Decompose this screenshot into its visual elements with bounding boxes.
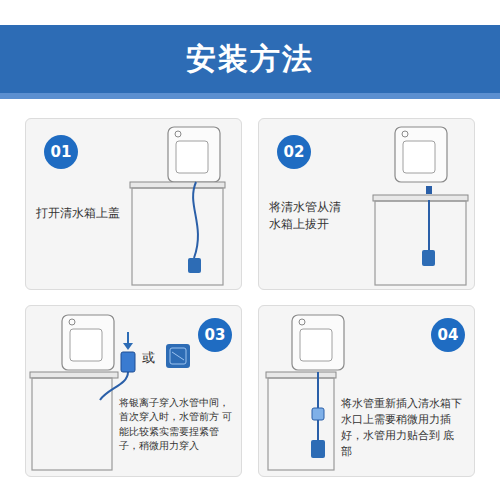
step-number-circle: 04 [431, 318, 465, 352]
illustration-rect [132, 188, 223, 285]
step-panel: 打开清水箱上盖 01 [25, 118, 242, 290]
label-holder: 或 [142, 349, 155, 367]
illustration-rect [292, 315, 344, 370]
illustration-rect [25, 118, 242, 290]
illustration-rect [375, 201, 466, 285]
illustration-rect [266, 372, 336, 378]
illustration-rect [170, 348, 186, 364]
step-panel: 将清水管从清 水箱上拔开 02 [258, 118, 475, 290]
illustration-rect [32, 378, 112, 470]
illustration-rect [258, 305, 475, 477]
tank-hose-reinserted [266, 315, 344, 470]
step-number: 03 [198, 318, 232, 352]
illustration-rect [62, 315, 114, 370]
illustration-rect [403, 141, 435, 173]
illustration-rect [268, 378, 334, 470]
step-instruction: 将银离子穿入水管中间， 首次穿入时，水管前方 可能比较紧实需要捏紧管 子，稍微用… [119, 396, 241, 453]
title-holder: 安装方法 [0, 25, 500, 93]
illustration-circle [69, 319, 75, 325]
illustration-path [100, 372, 128, 400]
illustration-rect [0, 93, 500, 99]
illustration-rect [25, 305, 242, 477]
illustration-rect [300, 329, 332, 361]
tank-open-lid [130, 127, 225, 285]
step-number: 01 [44, 135, 78, 169]
illustration-rect [70, 329, 102, 361]
illustration-rect [188, 258, 201, 273]
illustration-rect [258, 118, 475, 290]
illustration-rect [373, 195, 468, 201]
illustration-line [172, 352, 184, 360]
illustration-rect [312, 408, 324, 420]
step-instruction: 打开清水箱上盖 [36, 205, 131, 222]
illustration-rect [121, 352, 135, 372]
illustration-path [193, 182, 198, 258]
illustration-rect [0, 25, 500, 93]
step-panel: 将银离子穿入水管中间， 首次穿入时，水管前方 可能比较紧实需要捏紧管 子，稍微用… [25, 305, 242, 477]
step-panel: 将水管重新插入清水箱下 水口上需要稍微用力插 好，水管用力贴合到 底部 04 [258, 305, 475, 477]
step-instruction: 将水管重新插入清水箱下 水口上需要稍微用力插 好，水管用力贴合到 底部 [341, 396, 463, 460]
illustration-rect [426, 186, 432, 194]
illustration-rect [176, 141, 208, 173]
step-number: 02 [277, 135, 311, 169]
illustration-rect [30, 372, 118, 378]
illustration-path [123, 343, 133, 350]
illustration-rect [422, 250, 435, 266]
illustration-rect [168, 127, 220, 182]
step-number-circle: 03 [198, 318, 232, 352]
illustration-circle [299, 319, 305, 325]
step-number-circle: 02 [277, 135, 311, 169]
illustration-circle [402, 131, 408, 137]
title: 安装方法 [0, 25, 500, 93]
tank-hose-removed [373, 127, 468, 285]
step-number: 04 [431, 318, 465, 352]
illustration-rect [311, 440, 325, 458]
illustration-rect [166, 344, 190, 368]
illustration-rect [395, 127, 447, 182]
illustration-path [428, 200, 430, 250]
illustration-path [317, 372, 319, 440]
illustration-rect [130, 182, 225, 188]
step-number-circle: 01 [44, 135, 78, 169]
step-instruction: 将清水管从清 水箱上拔开 [269, 199, 349, 234]
illustration-circle [175, 131, 181, 137]
or-label: 或 [142, 349, 155, 367]
